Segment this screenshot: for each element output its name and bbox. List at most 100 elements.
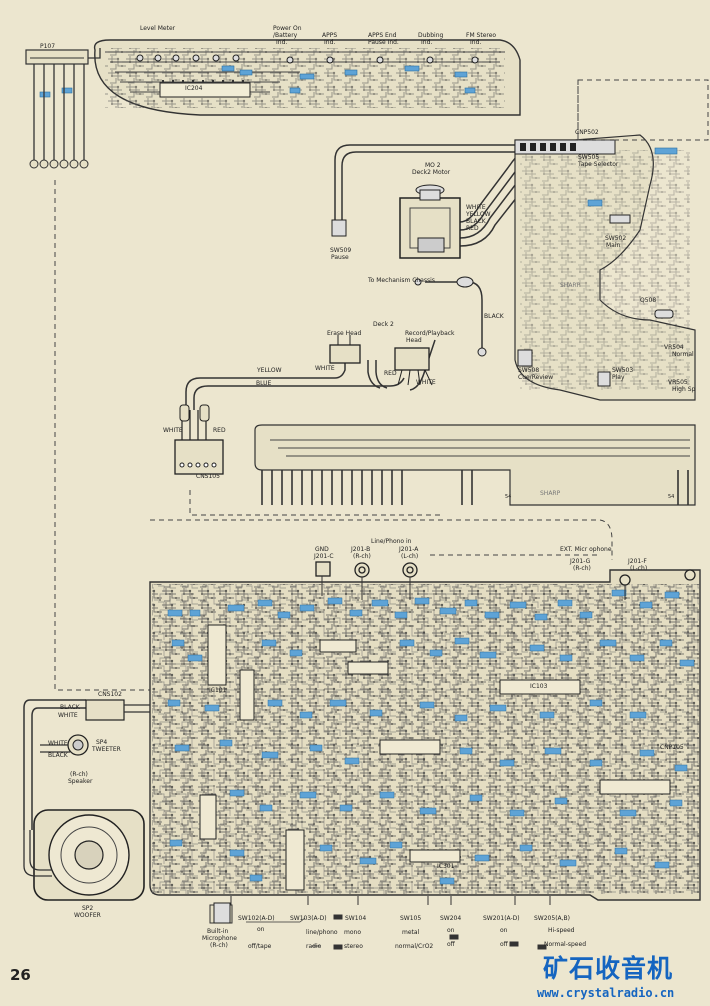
tape-selector-label: Tape Selector [578, 161, 619, 168]
j201b-label: J201-B [351, 546, 371, 553]
q508-label: Q508 [640, 297, 657, 304]
microphone-label: Microphone [202, 935, 237, 942]
sw502-label: SW502 [605, 235, 627, 242]
level-meter-label: Level Meter [140, 25, 176, 32]
svg-text:54: 54 [668, 494, 674, 500]
speaker-rch-label: (R-ch) [70, 771, 88, 778]
mechanism-chassis-label: To Mechanism Chassis [368, 277, 435, 284]
gnd-label: GND [315, 546, 329, 553]
sw201-label: SW201(A-D) [483, 915, 520, 922]
wire-white-label-5: WHITE [58, 712, 78, 719]
normal-label: Normal [672, 351, 694, 358]
ic101-label: IC101 [209, 687, 227, 694]
record-playback-head [394, 347, 433, 386]
microphone-rch-label: (R-ch) [210, 942, 228, 949]
dubbing-label: Dubbing [418, 32, 444, 39]
built-in-label: Built-in [207, 928, 229, 935]
sw103-label: SW103(A-D) [290, 915, 327, 922]
deck2-label: Deck 2 [373, 321, 394, 328]
woofer-label: WOOFER [74, 912, 101, 919]
battery-label: /Battery [273, 32, 298, 39]
vr504-label: VR504 [664, 344, 684, 351]
high-speed-label: High Sp [672, 386, 696, 393]
built-in-microphone [213, 902, 231, 924]
wire-black-label-4: BLACK [48, 752, 68, 759]
wire-red-label-3: RED [213, 427, 226, 434]
fm-stereo-label: FM Stereo [466, 32, 497, 39]
wire-white-label: WHITE [466, 204, 486, 211]
sw205-pos2: Normal-speed [544, 941, 586, 948]
apps-ind-label-2: Ind. [324, 39, 336, 46]
sw103-pos1: line/phono [306, 929, 338, 936]
apps-end-label-2: Pause Ind. [368, 39, 399, 46]
sw509-switch [331, 219, 347, 237]
deck-mechanism-board [514, 79, 709, 401]
wire-blue-label: BLUE [256, 380, 272, 387]
sw105-pos1: metal [402, 929, 420, 936]
sw102-pos1: on [257, 926, 265, 933]
wire-yellow-label-2: YELLOW [257, 367, 282, 374]
erase-head-label: Erase Head [327, 330, 362, 337]
sw201-pos2: off [500, 941, 508, 948]
j201a-lch-label: (L-ch) [401, 553, 419, 560]
rec-play-label-2: Head [406, 337, 422, 344]
mo2-label: MO 2 [425, 162, 441, 169]
p107-label: P107 [40, 43, 56, 50]
wire-black-label-3: BLACK [60, 704, 80, 711]
wire-yellow-label: YELLOW [466, 211, 491, 218]
sp2-label: SP2 [82, 905, 94, 912]
sw505-label: SW505 [578, 154, 600, 161]
j201c-label: J201-C [314, 553, 334, 560]
wire-white-label-3: WHITE [416, 379, 436, 386]
j201g-rch-label: (R-ch) [573, 565, 591, 572]
rec-play-label: Record/Playback [405, 330, 455, 337]
cue-review-label: Cue/Review [518, 374, 554, 381]
pause-label: Pause [331, 254, 349, 261]
wire-white-label-4: WHITE [163, 427, 183, 434]
indicator-board [39, 39, 521, 116]
sw204-pos2: off [447, 941, 455, 948]
erase-head [329, 335, 361, 364]
wire-black-label-2: BLACK [484, 313, 504, 320]
wire-white-label-6: WHITE [48, 740, 68, 747]
j201f-lch-label: (L-ch) [630, 565, 648, 572]
p107-connector [25, 48, 101, 169]
deck2-motor-label: Deck2 Motor [412, 169, 451, 176]
cns105-label: CNS105 [196, 473, 220, 480]
power-on-label: Power On [273, 25, 302, 32]
wire-red-label: RED [466, 225, 479, 232]
sw205-pos1: Hi-speed [548, 927, 575, 934]
main-switch-label: Main [606, 242, 621, 249]
ic103-label: IC103 [530, 683, 548, 690]
sw104-label: SW104 [345, 915, 367, 922]
cns105-connector [174, 404, 224, 475]
svg-text:54: 54 [505, 494, 511, 500]
deck2-motor [399, 184, 461, 259]
sw204-label: SW204 [440, 915, 462, 922]
wire-red-label-2: RED [384, 370, 397, 377]
j201f-label: J201-F [628, 558, 647, 565]
vr505-label: VR505 [668, 379, 688, 386]
watermark-url: www.crystalradio.cn [537, 986, 675, 1000]
sharp-label-1: SHARP [560, 282, 581, 289]
apps-end-label: APPS End [368, 32, 397, 39]
page-number: 26 [10, 966, 31, 984]
j201g-label: J201-G [570, 558, 591, 565]
sw104-pos2: stereo [344, 943, 363, 950]
ic204-label: IC204 [185, 85, 203, 92]
sw503-label: SW503 [612, 367, 634, 374]
dubbing-label-2: Ind. [421, 39, 433, 46]
wire-black-label: BLACK [466, 218, 486, 225]
speaker-label: Speaker [68, 778, 93, 785]
connector-strip-board [254, 424, 696, 506]
j201b-rch-label: (R-ch) [353, 553, 371, 560]
apps-ind-label: APPS [322, 32, 338, 39]
power-ind-label: Ind. [276, 39, 288, 46]
sw204-pos1: on [447, 927, 455, 934]
watermark-brand: 矿石收音机 [543, 954, 674, 983]
sw105-pos2: normal/CrO2 [395, 943, 434, 950]
tweeter-label: TWEETER [92, 746, 121, 753]
ext-mic-label: EXT. Micr ophone [560, 546, 612, 553]
fm-stereo-label-2: Ind. [470, 39, 482, 46]
